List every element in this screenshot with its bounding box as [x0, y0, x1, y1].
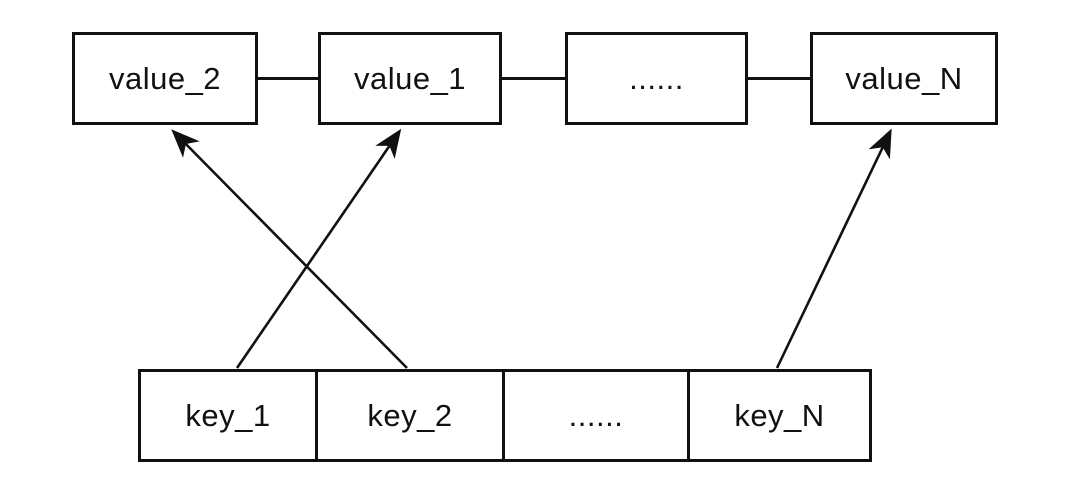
- arrow-keyN-to-valueN: [775, 128, 892, 369]
- value-node-2-label: value_2: [108, 60, 222, 96]
- key-cell-2-label: key_2: [367, 397, 453, 433]
- key-cell-ellipsis-label: ......: [568, 397, 624, 433]
- value-node-1: value_1: [318, 32, 502, 125]
- value-node-n-label: value_N: [845, 60, 963, 96]
- arrow-key2-to-value2: [171, 129, 408, 369]
- value-node-n: value_N: [810, 32, 998, 125]
- key-cell-1: key_1: [141, 372, 315, 459]
- arrow-key1-to-value1: [235, 128, 402, 369]
- key-cell-ellipsis: ......: [502, 372, 687, 459]
- value-node-2: value_2: [72, 32, 258, 125]
- value-node-1-label: value_1: [353, 60, 467, 96]
- value-node-ellipsis-label: ......: [629, 60, 684, 96]
- key-cell-1-label: key_1: [185, 397, 271, 433]
- key-cell-n-label: key_N: [734, 397, 825, 433]
- key-array: key_1 key_2 ...... key_N: [138, 369, 872, 462]
- key-cell-2: key_2: [315, 372, 502, 459]
- key-cell-n: key_N: [687, 372, 869, 459]
- value-node-ellipsis: ......: [565, 32, 748, 125]
